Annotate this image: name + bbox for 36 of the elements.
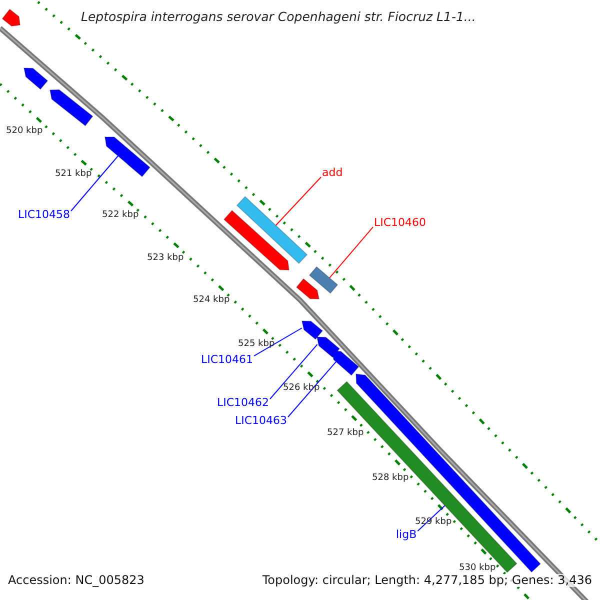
gene-feature [24,68,48,90]
gene-block [308,266,338,294]
gene-feature [2,8,20,27]
tick-label: 521 kbp [55,170,92,180]
leader-line [288,361,336,418]
tick-label: 530 kbp [459,564,496,574]
leader-line [270,344,318,400]
footer-text: Topology: circular; Length: 4,277,185 bp; Genes: 3,436 [262,574,592,588]
gene-label: add [322,167,343,180]
tick-label: 524 kbp [193,296,230,306]
tick-label: 528 kbp [372,474,409,484]
gene-label: LIC10463 [235,415,288,428]
tick-label: 525 kbp [238,340,275,350]
leader-line [329,226,374,278]
gene-feature [104,136,150,178]
gene-label: ligB [396,529,417,542]
tick-label: 523 kbp [147,254,184,264]
tick-label: 520 kbp [6,127,43,137]
gene-label: LIC10460 [374,217,426,230]
gene-label: LIC10458 [18,209,70,222]
footer-text: Accession: NC_005823 [8,574,144,588]
gene-block [236,196,308,264]
leader-line [275,176,322,226]
gene-feature [296,278,320,300]
gene-feature [50,89,94,126]
gene-feature [302,320,324,340]
title: Leptospira interrogans serovar Copenhageni str. Fiocruz L1-1... [81,10,476,24]
tick-label: 522 kbp [102,211,139,221]
leader-line [254,328,302,356]
gene-feature [316,336,340,358]
gene-feature [223,210,290,270]
leader-line [70,156,118,212]
gene-feature [332,350,360,376]
gene-label: LIC10462 [217,397,270,410]
gene-label: LIC10461 [201,354,254,366]
tick-label: 527 kbp [327,429,364,439]
